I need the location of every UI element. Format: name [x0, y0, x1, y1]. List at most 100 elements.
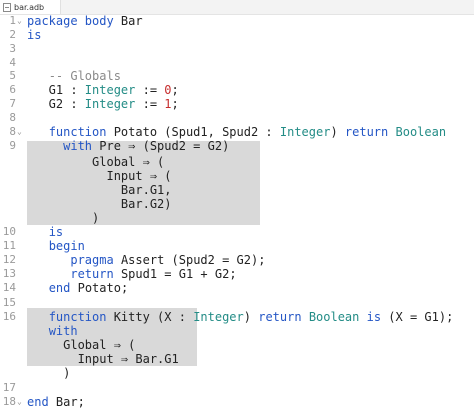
code-token: Bar; — [48, 395, 85, 409]
code-line[interactable]: Bar.G2) — [0, 197, 474, 211]
code-token: Global ⇒ ( — [27, 155, 165, 169]
code-line[interactable]: 12 pragma Assert (Spud2 = G2); — [0, 253, 474, 267]
code-line[interactable]: ) — [0, 366, 474, 380]
code-line[interactable]: 13 return Spud1 = G1 + G2; — [0, 267, 474, 281]
code-line[interactable]: 4 — [0, 56, 474, 70]
code-text: ) — [27, 366, 70, 380]
code-token: Potato (Spud1, Spud2 : — [106, 125, 280, 139]
code-token: Input ⇒ Bar.G1 — [27, 352, 179, 366]
line-number: 8 — [9, 111, 16, 124]
fold-chevron-icon[interactable]: ⌄ — [17, 16, 22, 25]
code-text: Bar.G1, — [27, 183, 172, 197]
fold-chevron-icon[interactable]: ⌄ — [17, 397, 22, 406]
code-token: end — [27, 395, 49, 409]
code-token: with — [48, 324, 78, 338]
line-number: 1 — [9, 14, 16, 27]
code-token: ; — [171, 83, 179, 97]
code-line[interactable]: Bar.G1, — [0, 183, 474, 197]
code-token: Bar.G2) — [27, 197, 172, 211]
code-line[interactable]: 9 with Pre ⇒ (Spud2 = G2) — [0, 139, 474, 153]
line-number: 16 — [2, 310, 16, 323]
ghost-text-block-kitty-contract — [27, 308, 197, 366]
code-line[interactable]: 16 function Kitty (X : Integer) return B… — [0, 310, 474, 324]
code-line[interactable]: 3 — [0, 42, 474, 56]
line-number: 13 — [2, 267, 16, 280]
line-number: 14 — [2, 281, 16, 294]
code-line[interactable]: 1⌄ package body Bar — [0, 14, 474, 28]
code-token — [27, 324, 49, 338]
code-token: return — [344, 125, 389, 139]
code-line[interactable]: with — [0, 324, 474, 338]
code-token: Integer — [84, 97, 136, 111]
code-token: package body — [27, 14, 114, 28]
code-token: end — [48, 281, 71, 295]
code-token — [388, 125, 395, 139]
code-token — [27, 239, 49, 253]
code-text: ) — [27, 211, 99, 225]
code-token — [27, 253, 70, 267]
code-token: Pre ⇒ (Spud2 = G2) — [92, 139, 230, 153]
code-token: pragma — [70, 253, 114, 267]
code-token: Potato; — [70, 281, 129, 295]
line-number: 9 — [9, 139, 16, 152]
code-text: function Kitty (X : Integer) return Bool… — [27, 310, 454, 324]
code-token — [27, 69, 49, 83]
line-number: 4 — [9, 56, 16, 69]
line-number: 10 — [2, 225, 16, 238]
line-number: 6 — [9, 83, 16, 96]
file-icon — [3, 2, 11, 12]
code-token — [27, 267, 70, 281]
code-text: package body Bar — [27, 14, 143, 28]
code-token: Input ⇒ ( — [27, 169, 172, 183]
code-token: ) — [330, 125, 345, 139]
code-line[interactable]: 7 G2 : Integer := 1; — [0, 97, 474, 111]
code-token: Boolean — [308, 310, 360, 324]
code-token: function — [48, 310, 107, 324]
code-line[interactable]: Global ⇒ ( — [0, 338, 474, 352]
fold-chevron-icon[interactable]: ⌄ — [17, 127, 22, 136]
code-token: := — [135, 83, 165, 97]
code-text: with Pre ⇒ (Spud2 = G2) — [27, 139, 229, 153]
code-token: is — [48, 225, 64, 239]
code-line[interactable]: 5 -- Globals — [0, 69, 474, 83]
code-text: with — [27, 324, 78, 338]
code-line[interactable]: ) — [0, 211, 474, 225]
code-line[interactable]: 11 begin — [0, 239, 474, 253]
code-token: Assert (Spud2 = G2); — [113, 253, 266, 267]
code-line[interactable]: 17 — [0, 381, 474, 395]
line-number: 3 — [9, 42, 16, 55]
line-number: 2 — [9, 28, 16, 41]
tab-bar-adb[interactable]: bar.adb — [0, 0, 61, 14]
code-line[interactable]: 8 — [0, 111, 474, 125]
code-token: return — [258, 310, 302, 324]
code-line[interactable]: 6 G1 : Integer := 0; — [0, 83, 474, 97]
code-line[interactable]: Input ⇒ Bar.G1 — [0, 352, 474, 366]
code-token: with — [63, 139, 93, 153]
code-text: Global ⇒ ( — [27, 155, 164, 169]
line-number: 5 — [9, 69, 16, 82]
code-token: is — [27, 28, 42, 42]
tab-label: bar.adb — [14, 2, 45, 12]
code-text: -- Globals — [27, 69, 121, 83]
code-text: Global ⇒ ( — [27, 338, 135, 352]
code-token: Integer — [84, 83, 136, 97]
code-line[interactable]: 18⌄end Bar; — [0, 395, 474, 409]
code-line[interactable]: Input ⇒ ( — [0, 169, 474, 183]
code-line[interactable]: Global ⇒ ( — [0, 155, 474, 169]
code-line[interactable]: 2 is — [0, 28, 474, 42]
code-token — [27, 139, 63, 153]
code-token: 1 — [164, 97, 172, 111]
code-line[interactable]: 8⌄ function Potato (Spud1, Spud2 : Integ… — [0, 125, 474, 139]
code-token: ) — [243, 310, 259, 324]
code-line[interactable]: 10 is — [0, 225, 474, 239]
code-token: is — [366, 310, 382, 324]
code-token: -- Globals — [48, 69, 121, 83]
code-token: Kitty (X : — [106, 310, 194, 324]
code-token: Bar.G1, — [27, 183, 172, 197]
code-line[interactable]: 15 — [0, 296, 474, 310]
code-text: is — [27, 225, 63, 239]
code-text: Bar.G2) — [27, 197, 172, 211]
line-number: 11 — [2, 239, 16, 252]
code-line[interactable]: 14 end Potato; — [0, 281, 474, 295]
code-token: Integer — [193, 310, 244, 324]
